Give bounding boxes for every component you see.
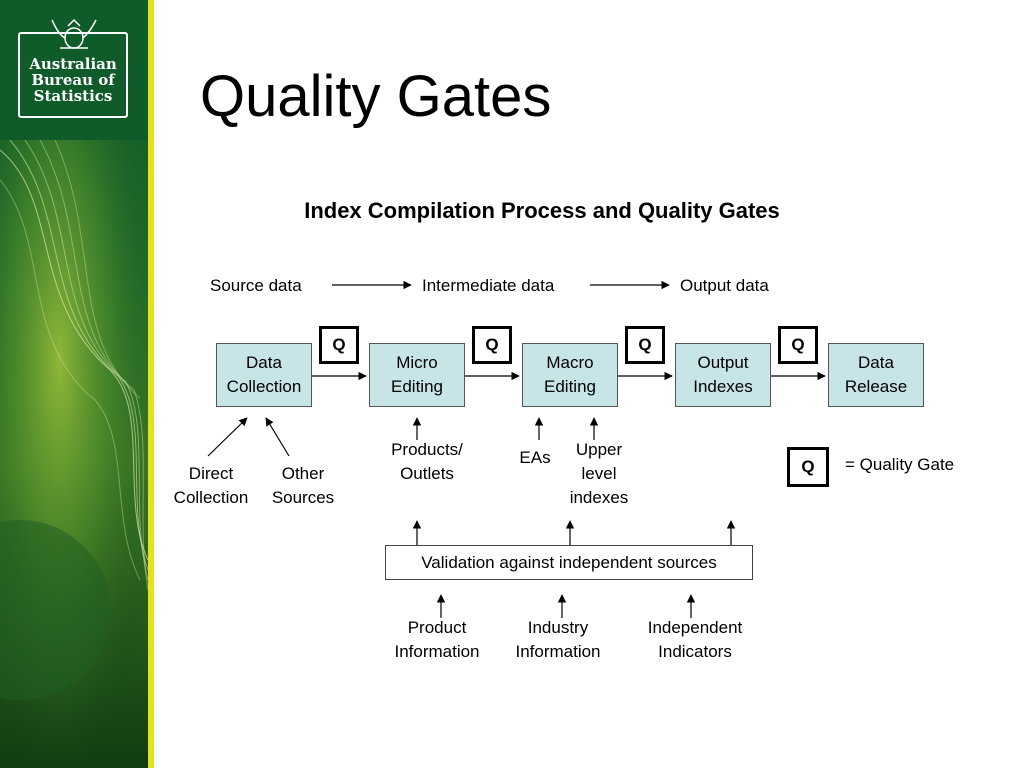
validation-box: Validation against independent sources <box>385 545 753 580</box>
sidebar-stripe <box>148 0 154 768</box>
quality-gate-3: Q <box>625 326 665 364</box>
stage-data-collection: Data Collection <box>216 343 312 407</box>
stage-micro-editing: Micro Editing <box>369 343 465 407</box>
validation-input-product-information: Product Information <box>394 618 480 661</box>
logo-line-1: Australian <box>29 55 117 73</box>
logo-line-3: Statistics <box>33 87 113 105</box>
legend-label: = Quality Gate <box>845 455 955 474</box>
validation-input-industry-information: Industry Information <box>515 618 601 661</box>
input-upper-level-indexes: Upper level indexes <box>569 440 629 507</box>
direct-collection-arrow <box>207 417 248 457</box>
legend-gate-symbol: Q <box>787 447 829 487</box>
sidebar-decoration: Australian Bureau of Statistics <box>0 0 148 768</box>
stage-output-indexes: Output Indexes <box>675 343 771 407</box>
quality-gate-2: Q <box>472 326 512 364</box>
swirl-decoration <box>0 140 148 768</box>
validation-input-independent-indicators: Independent Indicators <box>647 618 743 661</box>
abs-logo: Australian Bureau of Statistics <box>18 32 128 118</box>
input-eas: EAs <box>519 448 551 467</box>
quality-gate-1: Q <box>319 326 359 364</box>
coat-of-arms-icon <box>51 18 97 49</box>
stage-macro-editing: Macro Editing <box>522 343 618 407</box>
other-sources-arrow <box>265 417 290 457</box>
logo-line-2: Bureau of <box>31 71 115 89</box>
flow-label-output: Output data <box>680 276 769 295</box>
source-other-sources: Other Sources <box>271 464 335 507</box>
source-direct-collection: Direct Collection <box>173 464 249 507</box>
diagram-title: Index Compilation Process and Quality Ga… <box>304 198 780 223</box>
stage-data-release: Data Release <box>828 343 924 407</box>
input-products-outlets: Products/ Outlets <box>391 440 463 483</box>
flow-label-source: Source data <box>210 276 302 295</box>
page-title: Quality Gates <box>200 64 552 129</box>
flow-label-intermediate: Intermediate data <box>422 276 555 295</box>
quality-gate-4: Q <box>778 326 818 364</box>
